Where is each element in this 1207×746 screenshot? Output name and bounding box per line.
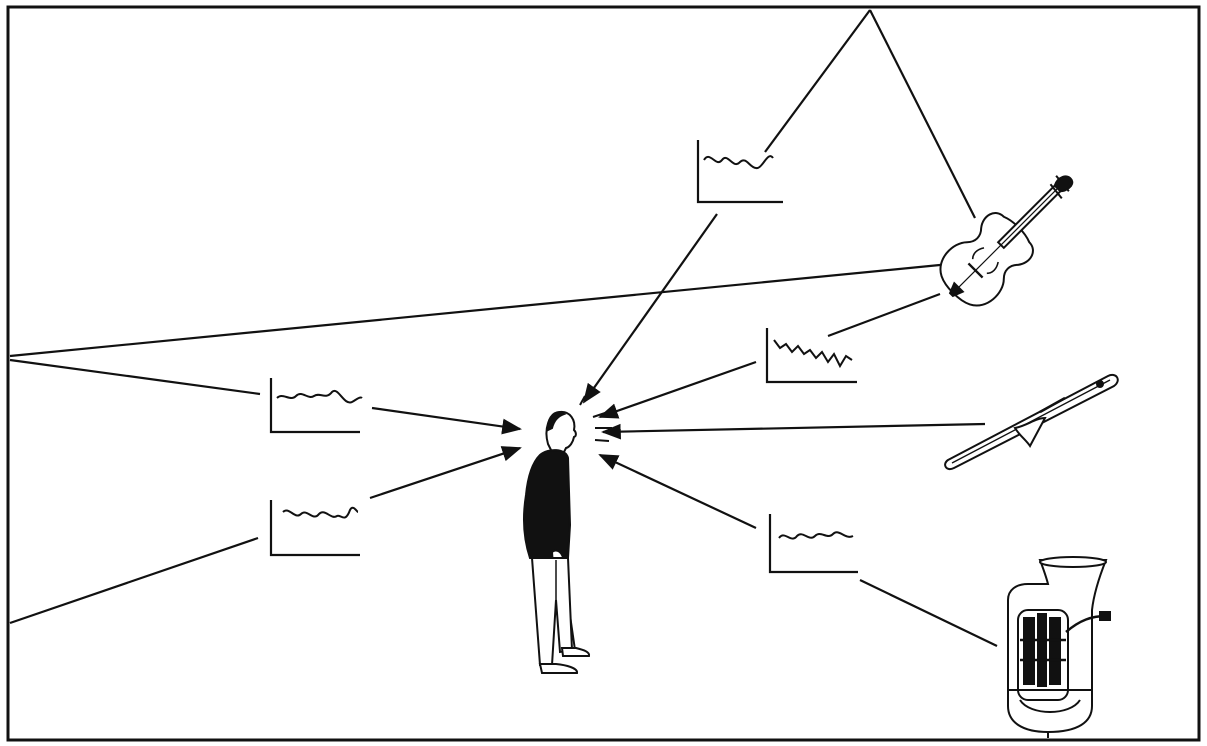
waveform-graph: [269, 500, 360, 557]
ray-wall-to-listener-lower: [369, 446, 522, 500]
waveform-graph: [768, 514, 858, 574]
ray-violin-to-left-wall: [9, 262, 951, 358]
ray-wall-to-listener-upper: [371, 406, 522, 435]
waveform-graph: [696, 140, 783, 204]
violin-icon: [939, 175, 1074, 307]
ray-ceiling-to-graph: [764, 9, 871, 153]
tuba-icon: [1007, 556, 1111, 738]
ray-violin-direct-to-listener: [598, 360, 757, 419]
listener-figure: [522, 395, 612, 674]
ray-wall-to-graph-upper: [9, 358, 261, 396]
room-border: [6, 5, 1201, 742]
ray-trombone-direct: [601, 422, 986, 440]
ray-violin-to-ceiling: [869, 9, 976, 219]
ray-ceiling-to-listener: [582, 213, 718, 404]
trombone-icon: [944, 374, 1119, 470]
waveform-graph: [269, 378, 363, 434]
ray-wall-to-graph-lower: [9, 536, 259, 625]
ray-violin-direct: [827, 292, 941, 338]
waveform-graph: [765, 328, 857, 384]
ray-tuba-to-graph: [859, 579, 998, 647]
sound-paths: [9, 9, 998, 647]
ray-tuba-to-listener: [598, 454, 757, 529]
sound-burst-marks: [579, 395, 612, 442]
